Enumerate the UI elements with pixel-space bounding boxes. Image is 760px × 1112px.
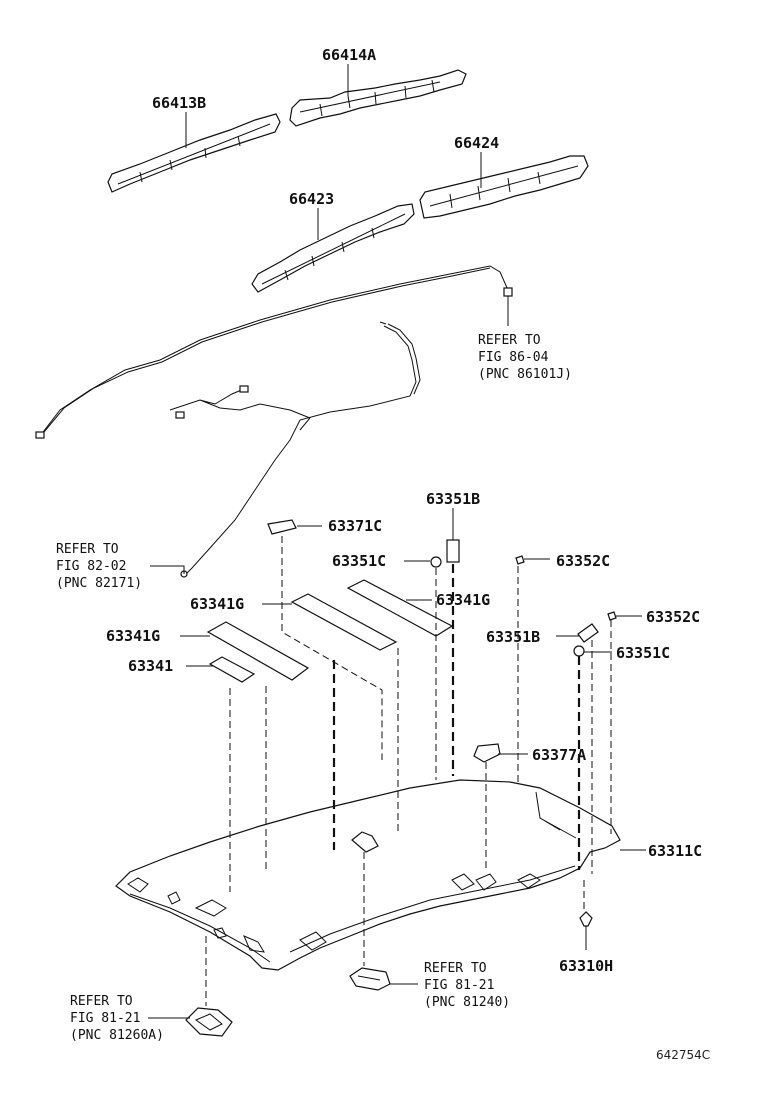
lamp-81260A	[185, 1007, 233, 1037]
clip-63351C-right	[573, 645, 585, 657]
label-63351B-right: 63351B	[486, 628, 540, 646]
ref-86-line3: (PNC 86101J)	[478, 367, 572, 382]
clip-63352C-top	[515, 555, 525, 565]
reference-81a: REFER TO FIG 81-21 (PNC 81240)	[424, 961, 510, 1010]
bracket-66413B	[107, 113, 281, 193]
label-66424: 66424	[454, 134, 499, 152]
label-63341: 63341	[128, 657, 173, 675]
clip-63352C-right	[607, 611, 617, 621]
label-63352C-right: 63352C	[646, 608, 700, 626]
ref-81a-line3: (PNC 81240)	[424, 995, 510, 1010]
leader-lines	[148, 64, 646, 1019]
reference-81b: REFER TO FIG 81-21 (PNC 81260A)	[70, 994, 164, 1043]
label-63351B-top: 63351B	[426, 490, 480, 508]
holder-63377A	[473, 743, 501, 763]
clip-63310H	[579, 911, 593, 927]
bracket-66414A	[289, 69, 467, 127]
clip-63351C-left	[430, 556, 442, 568]
label-63377A: 63377A	[532, 746, 586, 764]
clip-63351B-top	[446, 508, 460, 563]
ref-82-line2: FIG 82-02	[56, 559, 126, 574]
ref-86-line1: REFER TO	[478, 333, 541, 348]
bracket-66424	[419, 155, 589, 219]
ref-81a-line2: FIG 81-21	[424, 978, 494, 993]
cap-63371C	[267, 519, 297, 535]
label-63371C: 63371C	[328, 517, 382, 535]
label-63310H: 63310H	[559, 957, 613, 975]
ref-81a-line1: REFER TO	[424, 961, 487, 976]
label-66413B: 66413B	[152, 94, 206, 112]
label-63341G-left: 63341G	[106, 627, 160, 645]
pad-63341	[208, 656, 256, 683]
bracket-66423	[251, 203, 415, 293]
ref-82-line1: REFER TO	[56, 542, 119, 557]
reference-82: REFER TO FIG 82-02 (PNC 82171)	[56, 542, 142, 591]
label-63311C: 63311C	[648, 842, 702, 860]
ref-81b-line1: REFER TO	[70, 994, 133, 1009]
label-63341G-right: 63341G	[436, 591, 490, 609]
pad-63341G-mid	[290, 593, 398, 651]
label-63351C-left: 63351C	[332, 552, 386, 570]
label-63341G-mid: 63341G	[190, 595, 244, 613]
headliner-63311C	[115, 779, 621, 971]
ref-81b-line2: FIG 81-21	[70, 1011, 140, 1026]
ref-86-line2: FIG 86-04	[478, 350, 549, 365]
reference-86: REFER TO FIG 86-04 (PNC 86101J)	[478, 333, 572, 382]
ref-81b-line3: (PNC 81260A)	[70, 1028, 164, 1043]
assembly-lines	[205, 536, 612, 1006]
lamp-81240	[349, 967, 391, 991]
label-63352C-top: 63352C	[556, 552, 610, 570]
label-66414A: 66414A	[322, 46, 376, 64]
catalog-number: 642754C	[656, 1048, 710, 1062]
label-63351C-right: 63351C	[616, 644, 670, 662]
clip-63351B-right	[577, 623, 599, 643]
pad-63341G-left	[206, 621, 310, 681]
label-66423: 66423	[289, 190, 334, 208]
ref-82-line3: (PNC 82171)	[56, 576, 142, 591]
